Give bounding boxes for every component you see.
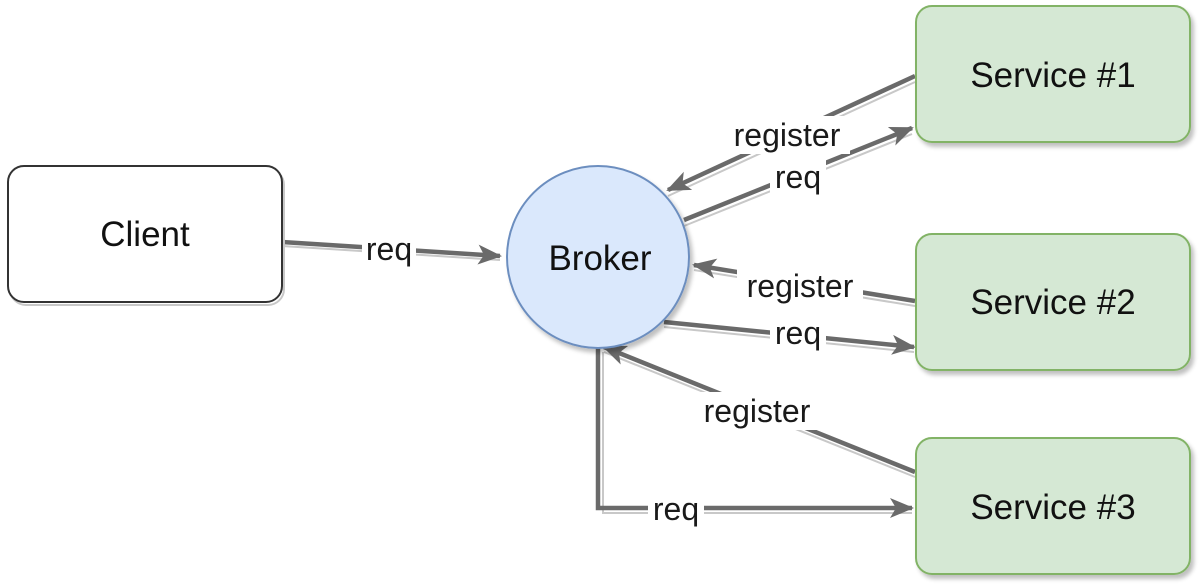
edge-client-broker: req [281,231,502,267]
client-node[interactable]: Client [7,165,285,306]
edge-label-bg [737,268,863,306]
service-3-node-box [915,437,1191,575]
edge-label-s3-req: req [653,491,699,527]
service-1-node-box [915,5,1191,143]
edge-label-s2-req: req [775,315,821,351]
client-node-label: Client [100,215,190,254]
edge-label-bg [724,116,850,154]
edge-s3-req-line [595,348,914,518]
edge-label-s2-register: register [747,268,854,304]
edge-s3-req-shadow [602,352,912,514]
edge-label-bg [362,232,416,266]
edge-label-s1-register: register [734,117,841,153]
service-3-node-label: Service #3 [970,488,1135,527]
edge-s3-req [595,348,914,518]
service-1-node-label: Service #1 [970,56,1135,95]
service-2-node[interactable]: Service #2 [915,233,1191,371]
broker-node-label: Broker [548,239,651,278]
edge-label-bg [770,160,826,196]
broker-node[interactable]: Broker [506,165,690,349]
edge-label-s3-register: register [704,393,811,429]
edge-label-bg [770,316,826,352]
edge-label-client-broker: req [366,231,412,267]
service-1-node[interactable]: Service #1 [915,5,1191,143]
client-node-box [7,165,283,303]
service-2-node-label: Service #2 [970,283,1135,322]
edge-label-s1-req: req [775,159,821,195]
service-3-node[interactable]: Service #3 [915,437,1191,575]
broker-node-circle [506,165,690,349]
edge-label-bg [648,492,704,528]
service-2-node-box [915,233,1191,371]
edge-label-bg [694,392,820,430]
